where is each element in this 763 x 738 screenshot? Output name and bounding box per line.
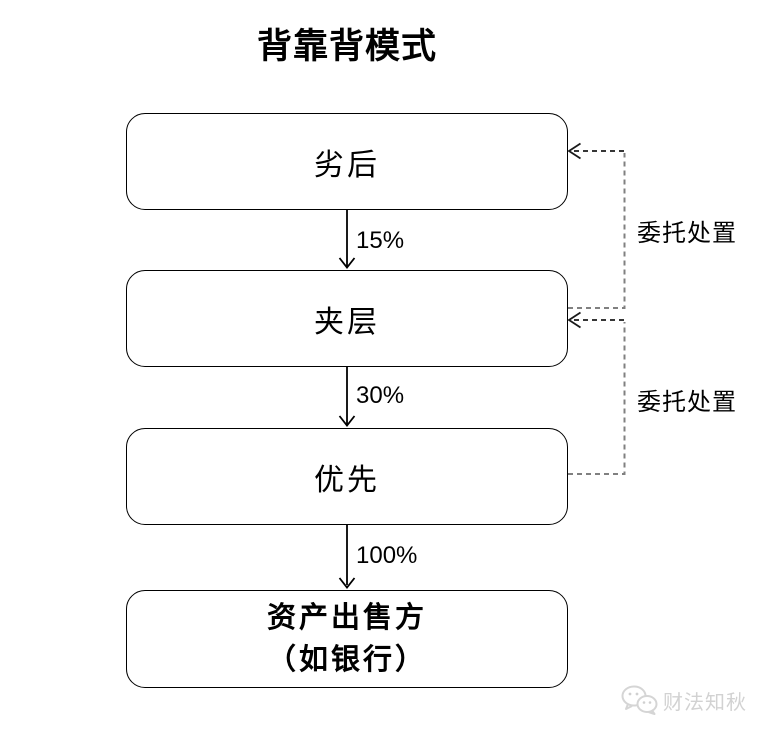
node-senior: 优先 (126, 428, 568, 525)
arrowhead-subordinate-to-mezzanine-icon (338, 257, 356, 269)
watermark-text: 财法知秋 (663, 691, 747, 714)
node-subordinate: 劣后 (126, 113, 568, 210)
wechat-icon (621, 685, 658, 715)
connector-entrust-mezzanine-to-subordinate (568, 153, 626, 309)
entrust-label-1: 委托处置 (637, 221, 737, 247)
node-asset-seller-line1: 资产出售方 (266, 602, 427, 634)
entrust-label-2: 委托处置 (637, 390, 737, 416)
flow-percent-15: 15% (356, 227, 405, 254)
node-mezzanine-label: 夹层 (314, 305, 380, 339)
node-asset-seller: 资产出售方 （如银行） (126, 590, 568, 688)
diagram-title: 背靠背模式 (256, 27, 437, 66)
node-subordinate-label: 劣后 (314, 148, 380, 182)
node-senior-label: 优先 (314, 463, 380, 497)
arrowhead-entrust-1-icon (567, 142, 581, 160)
flow-percent-100: 100% (356, 542, 418, 569)
arrowhead-senior-to-asset-seller-icon (338, 577, 356, 589)
node-mezzanine: 夹层 (126, 270, 568, 367)
connector-entrust-senior-to-mezzanine (568, 322, 626, 475)
arrowhead-entrust-2-icon (567, 311, 581, 329)
node-asset-seller-line2: （如银行） (266, 644, 427, 676)
flow-percent-30: 30% (356, 382, 405, 409)
arrowhead-mezzanine-to-senior-icon (338, 415, 356, 427)
watermark: 财法知秋 (621, 685, 747, 715)
